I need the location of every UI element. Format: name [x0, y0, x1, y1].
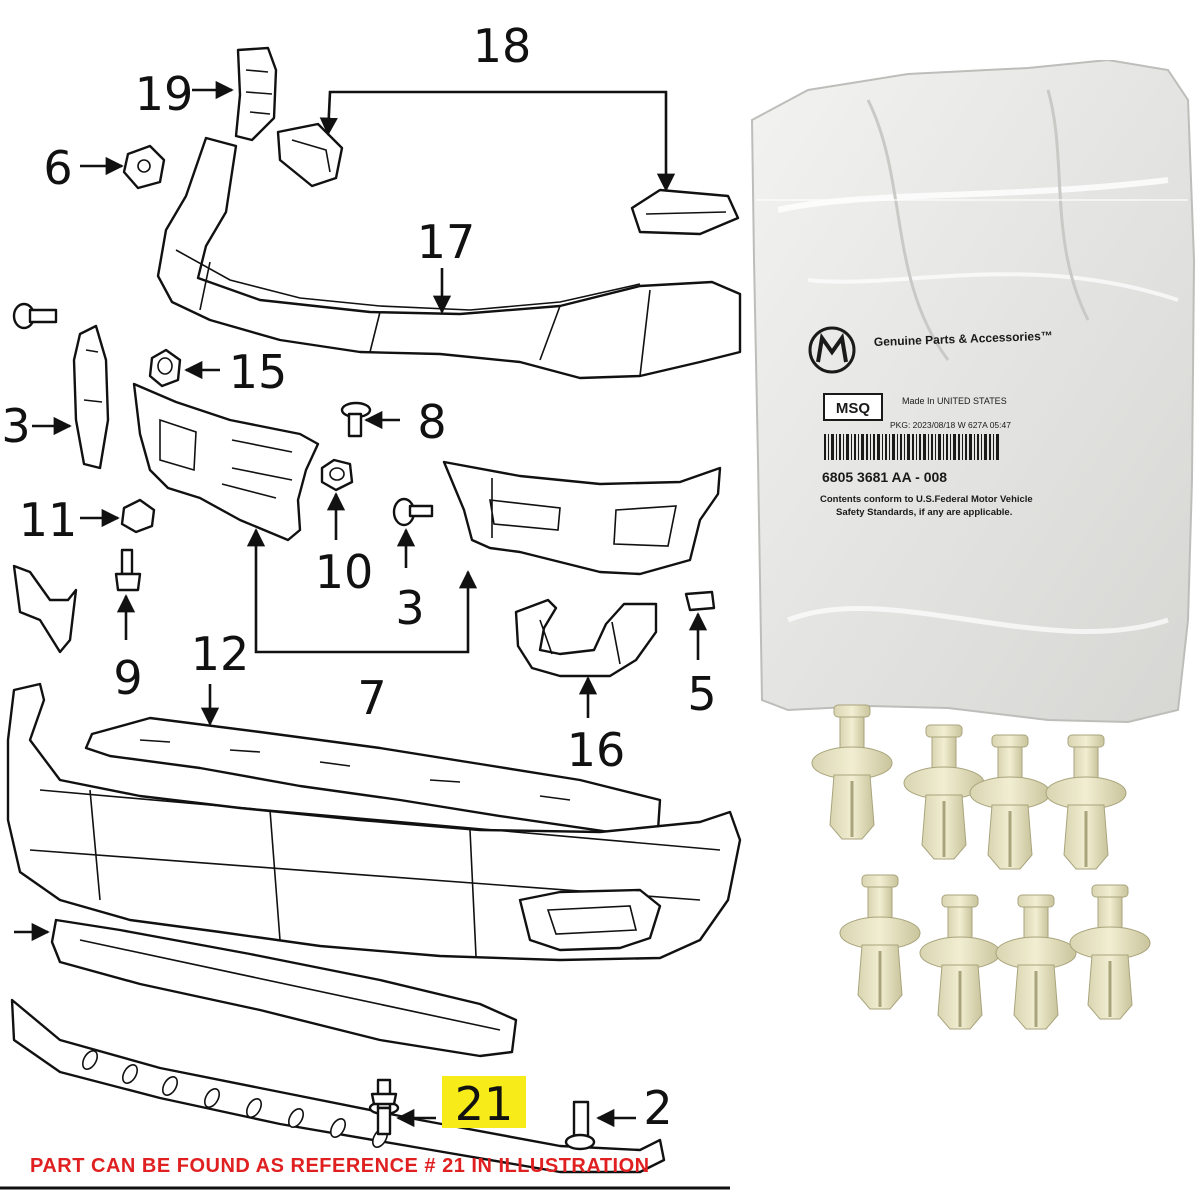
push-clip	[968, 733, 1052, 871]
callout-10: 10	[315, 545, 374, 599]
bracket-3-left-part	[72, 324, 110, 470]
bag-made-in: Made In UNITED STATES	[902, 396, 1007, 406]
push-clip	[1044, 733, 1128, 871]
leader-lines	[14, 80, 708, 1128]
clip-10-part	[320, 458, 354, 492]
callout-9: 9	[113, 651, 142, 705]
footer-note: PART CAN BE FOUND AS REFERENCE # 21 IN I…	[30, 1155, 650, 1177]
callout-2: 2	[643, 1081, 672, 1135]
bracket-7-right-part	[442, 460, 722, 576]
push-clip	[994, 893, 1078, 1031]
bracket-18-right-part	[630, 188, 740, 236]
bag-pkg-line: PKG: 2023/08/18 W 627A 05:47	[890, 420, 1011, 430]
bag-conform-line-2: Safety Standards, if any are applicable.	[836, 507, 1012, 518]
bag-part-number: 6805 3681 AA - 008	[822, 469, 947, 485]
callout-3-left: 3	[1, 399, 30, 453]
air-dam-part	[10, 998, 666, 1174]
callout-21-highlight	[442, 1076, 526, 1128]
nut-11-part	[120, 498, 156, 534]
bolt-2-part	[564, 1100, 596, 1151]
valance-17-part	[156, 136, 742, 380]
push-clip	[838, 873, 922, 1011]
clip-5-part	[684, 590, 716, 612]
callout-16: 16	[567, 723, 626, 777]
push-clips-group	[810, 703, 1152, 1031]
parts-diagram: 18 19 6 17 15 3 8 11 10 3 12 9 7 5 16 21…	[0, 19, 742, 1190]
bracket-18-left-part	[276, 122, 344, 188]
bumper-fascia-part	[6, 682, 742, 962]
bolt-9-part	[114, 548, 142, 592]
callout-6: 6	[43, 141, 72, 195]
push-clip	[918, 893, 1002, 1031]
pin-8-part	[340, 401, 372, 438]
callout-5: 5	[687, 667, 716, 721]
clip-15-part	[148, 348, 182, 388]
svg-text:MSQ: MSQ	[836, 400, 871, 417]
product-photo: Genuine Parts & Accessories™ MSQ Made In…	[750, 60, 1196, 1031]
callout-19: 19	[135, 67, 194, 121]
bag-brand-line: Genuine Parts & Accessories™	[874, 329, 1053, 349]
callout-12: 12	[191, 627, 250, 681]
bag-barcode	[824, 434, 999, 460]
callout-11: 11	[19, 493, 78, 547]
push-clip	[810, 703, 894, 841]
nut-6-part	[122, 144, 166, 190]
parts-bag	[750, 60, 1196, 724]
callout-18: 18	[473, 19, 532, 73]
lower-grille-part	[50, 918, 518, 1058]
callout-21: 21	[455, 1077, 514, 1131]
pin-3-middle-part	[392, 497, 434, 527]
callout-15: 15	[229, 345, 288, 399]
push-clip-21-part	[368, 1078, 400, 1136]
callout-17: 17	[417, 215, 476, 269]
bag-conform-line-1: Contents conform to U.S.Federal Motor Ve…	[820, 494, 1033, 505]
msq-badge: MSQ	[823, 393, 883, 421]
callout-3-middle: 3	[395, 581, 424, 635]
brand-logo-icon	[808, 326, 856, 374]
callout-8: 8	[417, 395, 446, 449]
callout-7: 7	[357, 671, 386, 725]
bracket-7-left-part	[132, 382, 320, 542]
push-clip	[1068, 883, 1152, 1021]
bracket-left-side-part	[12, 564, 78, 654]
bracket-16-part	[514, 598, 658, 678]
bracket-19-part	[234, 46, 278, 142]
bolt-part	[12, 302, 58, 330]
